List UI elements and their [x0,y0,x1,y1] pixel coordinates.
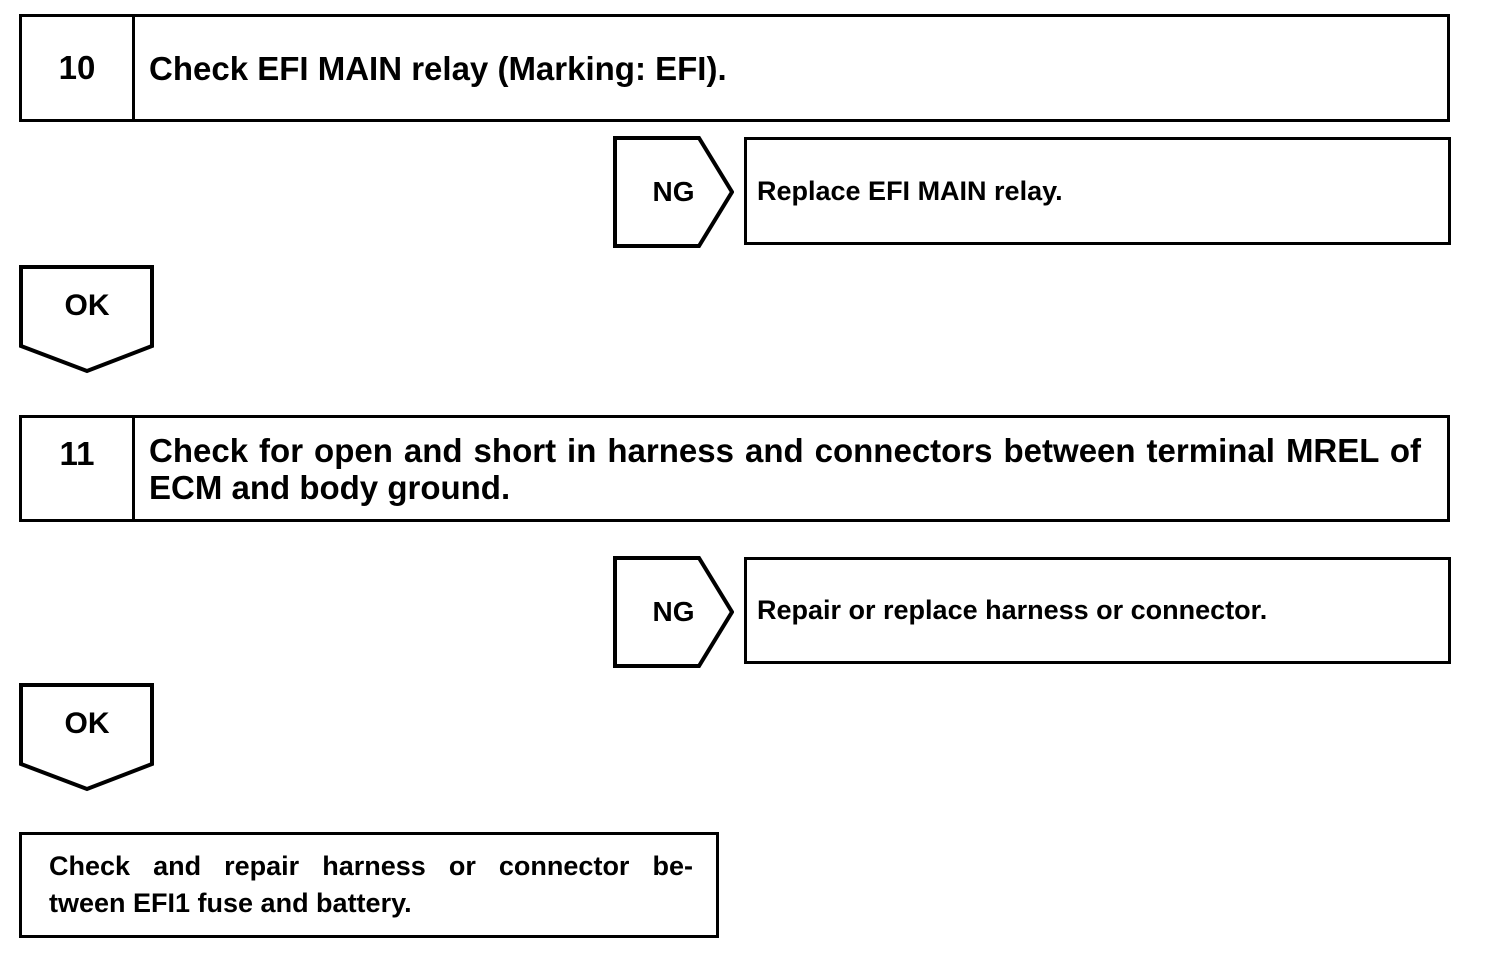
step-11-number: 11 [22,418,135,519]
ng-result-1-box: Replace EFI MAIN relay. [744,137,1451,245]
ng-label-2: NG [652,596,695,627]
step-11-description-line1: Check for open and short in harness and … [149,431,1421,469]
ng-pentagon-icon [613,556,734,668]
ng-result-2-box: Repair or replace harness or connector. [744,557,1451,664]
final-action-line2: tween EFI1 fuse and battery. [49,888,412,918]
final-action-box: Check and repair harness or connector be… [19,832,719,938]
ok-arrow-1: OK [19,265,155,374]
ng-result-2-text: Repair or replace harness or connector. [757,595,1268,625]
ng-pentagon-icon [613,136,734,248]
ok-arrow-2: OK [19,683,155,792]
ok-label-1: OK [64,289,110,322]
step-10-box: 10 Check EFI MAIN relay (Marking: EFI). [19,14,1450,122]
ng-result-1-text: Replace EFI MAIN relay. [757,175,1063,206]
step-11-description: Check for open and short in harness and … [135,418,1447,519]
ok-label-2: OK [64,707,110,740]
ok-pentagon-icon [19,265,154,374]
step-11-box: 11 Check for open and short in harness a… [19,415,1450,522]
step-10-number: 10 [22,17,135,119]
final-action-line1: Check and repair harness or connector be… [49,851,693,881]
step-11-description-line2: ECM and body ground. [149,468,511,506]
step-10-description: Check EFI MAIN relay (Marking: EFI). [135,17,1447,119]
step-10-description-text: Check EFI MAIN relay (Marking: EFI). [149,49,727,87]
ng-arrow-1: NG [613,136,734,248]
ok-pentagon-icon [19,683,154,792]
ng-label-1: NG [652,176,695,207]
ng-arrow-2: NG [613,556,734,668]
